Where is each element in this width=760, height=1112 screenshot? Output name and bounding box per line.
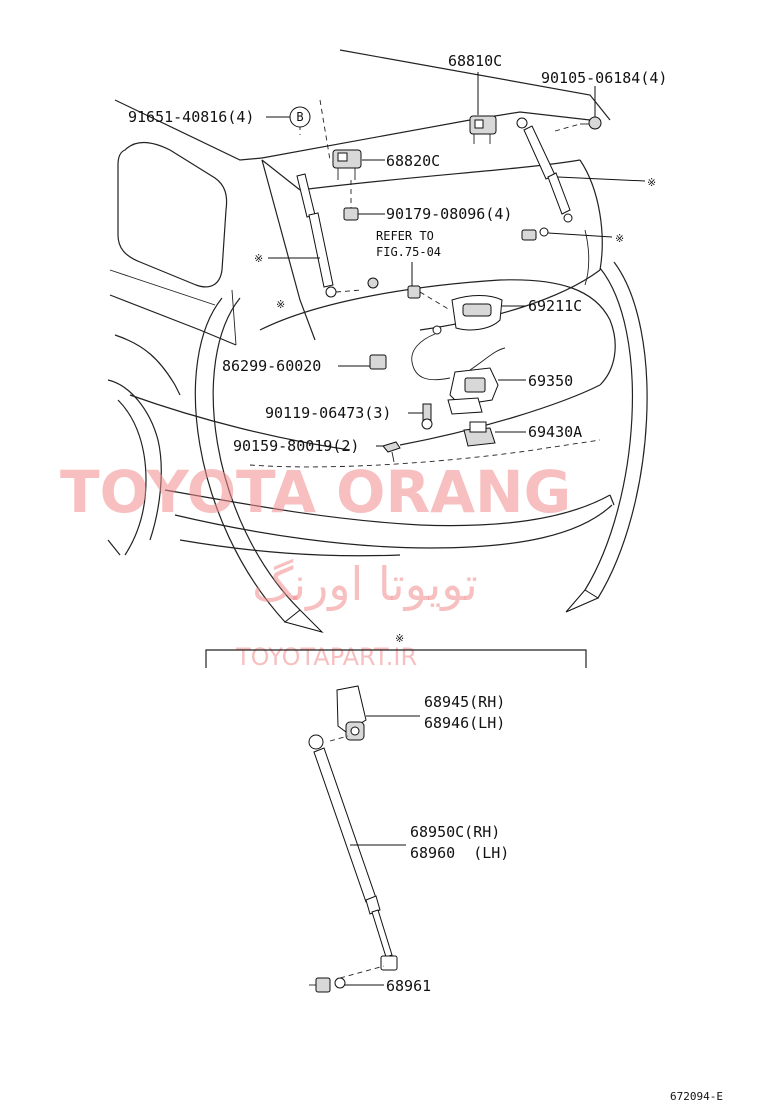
part-69211c-handle[interactable]: [451, 295, 526, 331]
part-90105-bolt[interactable]: [580, 86, 602, 130]
label-69430a[interactable]: 69430A: [528, 423, 582, 441]
part-90179-nut[interactable]: [343, 180, 385, 221]
vehicle-body-outline: [107, 49, 616, 557]
label-68945[interactable]: 68945(RH): [424, 693, 505, 711]
ref-mark-left-lower: ※: [276, 298, 285, 311]
label-68950c[interactable]: 68950C(RH): [410, 823, 500, 841]
part-refer-clip[interactable]: [407, 262, 451, 311]
part-68820c-bracket[interactable]: [319, 99, 385, 180]
curved-arrows: [194, 261, 648, 633]
label-90119[interactable]: 90119-06473(3): [265, 404, 391, 422]
part-clip-right[interactable]: [521, 227, 613, 241]
label-fig-ref[interactable]: FIG.75-04: [376, 245, 441, 259]
watermark-persian: تویوتا اورنگ: [252, 557, 478, 612]
label-68960[interactable]: 68960 (LH): [410, 844, 509, 862]
label-91651[interactable]: 91651-40816(4): [128, 108, 254, 126]
watermark-url: TOYOTAPART.IR: [235, 643, 417, 671]
label-68961[interactable]: 68961: [386, 977, 431, 995]
ref-mark-right-strut: ※: [647, 176, 656, 189]
part-68950c-gas-strut[interactable]: [308, 734, 406, 971]
watermark-brand: TOYOTA ORANG: [60, 458, 571, 526]
ref-mark-detail: ※: [395, 632, 404, 645]
label-90105[interactable]: 90105-06184(4): [541, 69, 667, 87]
left-gas-strut-upper[interactable]: [268, 173, 379, 298]
right-gas-strut-upper[interactable]: [516, 117, 646, 223]
lock-cable: [411, 325, 506, 381]
label-refer-to: REFER TO: [376, 229, 434, 243]
part-90119-bolt[interactable]: [408, 403, 433, 430]
badge-b: B: [289, 106, 311, 128]
watermark: TOYOTA ORANG تویوتا اورنگ TOYOTAPART.IR: [60, 458, 571, 671]
label-90159[interactable]: 90159-80019(2): [233, 437, 359, 455]
detail-bracket: [205, 649, 587, 668]
label-68820c[interactable]: 68820C: [386, 152, 440, 170]
part-69350-lock[interactable]: [447, 367, 526, 415]
label-69350[interactable]: 69350: [528, 372, 573, 390]
figure-code: 672094-E: [670, 1090, 723, 1103]
part-86299-clamp[interactable]: [338, 354, 387, 370]
reference-marks: ※ ※ ※ ※ ※: [254, 176, 656, 645]
ref-mark-left-strut: ※: [254, 252, 263, 265]
part-90159-screw[interactable]: [376, 441, 401, 463]
part-68810c-bracket[interactable]: [469, 72, 497, 144]
label-69211c[interactable]: 69211C: [528, 297, 582, 315]
lower-strut-detail: [308, 685, 420, 993]
label-90179[interactable]: 90179-08096(4): [386, 205, 512, 223]
label-68810c[interactable]: 68810C: [448, 52, 502, 70]
ref-mark-right-clip: ※: [615, 232, 624, 245]
part-69430a-striker[interactable]: [463, 421, 526, 447]
part-68945-hinge-bracket[interactable]: [329, 685, 420, 742]
part-labels: 68810C 90105-06184(4) 91651-40816(4) B 6…: [128, 52, 667, 995]
label-68946[interactable]: 68946(LH): [424, 714, 505, 732]
label-86299[interactable]: 86299-60020: [222, 357, 321, 375]
part-68961-ball-stud[interactable]: [309, 965, 385, 993]
badge-b-text: B: [296, 110, 303, 124]
